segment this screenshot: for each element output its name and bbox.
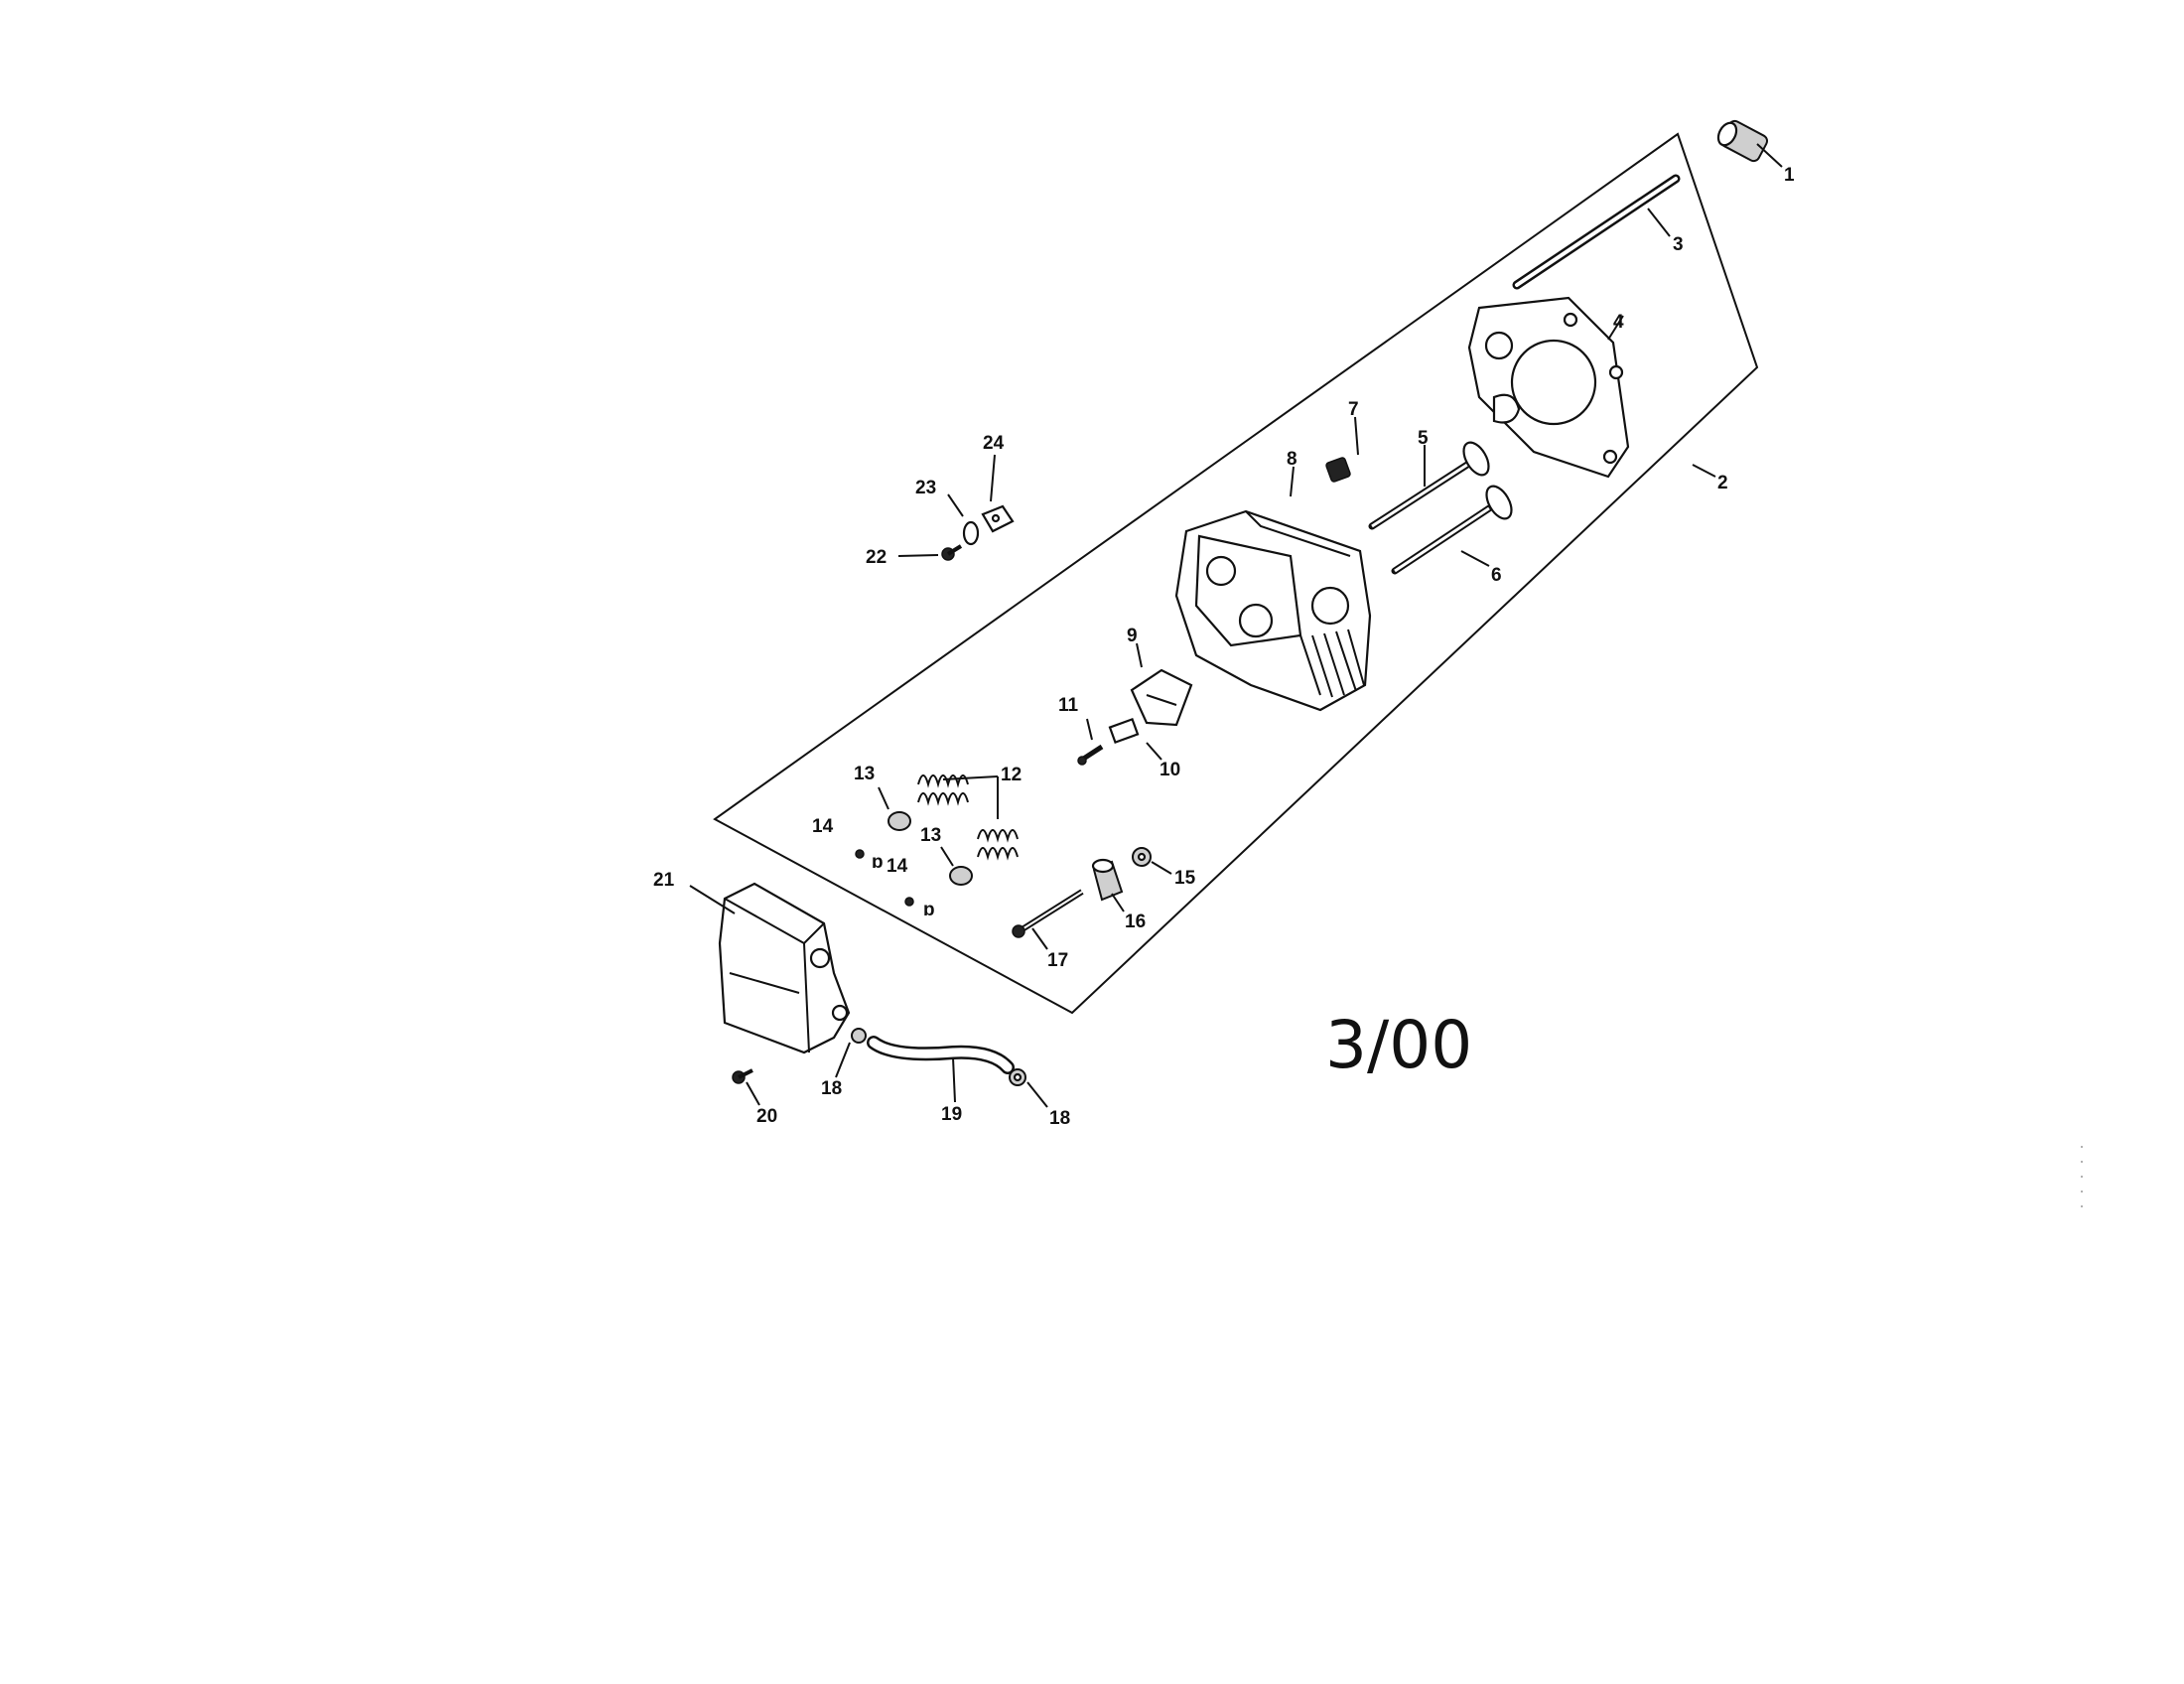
rocker-pivot-part: [1108, 717, 1140, 745]
leader-lines: [689, 143, 1783, 1108]
callout-14-upper: 14: [812, 816, 834, 837]
callout-19: 19: [941, 1104, 962, 1125]
clamp-right-part: [1009, 1068, 1026, 1086]
callout-24: 24: [983, 433, 1005, 454]
callout-1: 1: [1784, 165, 1795, 186]
assembly-boundary: [713, 132, 1759, 1015]
spring-retainer-lower-part: [949, 866, 973, 886]
push-rod-part: [1512, 174, 1681, 290]
callout-22: 22: [866, 547, 887, 568]
callout-4: 4: [1613, 312, 1624, 333]
washer-23-part: [962, 520, 980, 546]
screw-22-part: [941, 544, 963, 561]
callout-15: 15: [1174, 868, 1196, 889]
svg-text:ɒ: ɒ: [923, 900, 935, 920]
callout-20: 20: [756, 1106, 777, 1127]
callout-13-lower: 13: [920, 825, 941, 846]
callout-6: 6: [1491, 565, 1502, 586]
callout-7: 7: [1348, 399, 1359, 420]
callout-14-lower: 14: [887, 856, 908, 877]
callout-10: 10: [1160, 760, 1180, 780]
callout-18-left: 18: [821, 1078, 842, 1099]
callout-5: 5: [1418, 428, 1429, 449]
bracket-24-part: [981, 504, 1015, 533]
callout-9: 9: [1127, 626, 1138, 646]
callout-8: 8: [1287, 449, 1297, 470]
callout-17: 17: [1047, 950, 1068, 971]
callout-23: 23: [915, 478, 936, 498]
spring-retainer-upper-part: [887, 811, 911, 831]
fitting-part: [1325, 457, 1351, 483]
screw-20-part: [732, 1068, 753, 1084]
svg-text:ɒ: ɒ: [872, 852, 884, 873]
clamp-left-part: [851, 1028, 867, 1044]
valve-spring-upper-part: [917, 774, 969, 806]
intake-valve-part: [1368, 441, 1490, 530]
exhaust-valve-part: [1391, 485, 1513, 575]
revision-date: 3/00: [1325, 1007, 1472, 1083]
callout-18-right: 18: [1049, 1108, 1070, 1129]
cylinder-head-part: [1174, 509, 1372, 712]
screw-11-part: [1077, 744, 1104, 766]
callout-13-upper: 13: [854, 764, 875, 784]
breather-hose-part: [867, 1036, 1015, 1074]
keepers-part: ɒ ɒ: [855, 849, 935, 920]
callout-21: 21: [653, 870, 675, 891]
bolt-17-part: [1012, 889, 1084, 938]
sleeve-part: [1091, 858, 1124, 902]
callout-2: 2: [1717, 473, 1728, 493]
scan-marks: [2081, 1146, 2083, 1207]
lifter-part: [1716, 119, 1768, 163]
callout-11: 11: [1058, 695, 1079, 716]
nut-15-part: [1132, 847, 1152, 867]
head-gasket-part: [1467, 296, 1630, 479]
rocker-arm-part: [1130, 668, 1193, 727]
callout-3: 3: [1673, 234, 1684, 255]
callout-12: 12: [1001, 765, 1022, 785]
valve-cover-part: [718, 882, 851, 1054]
valve-spring-lower-part: [977, 829, 1019, 861]
callout-16: 16: [1125, 912, 1146, 932]
